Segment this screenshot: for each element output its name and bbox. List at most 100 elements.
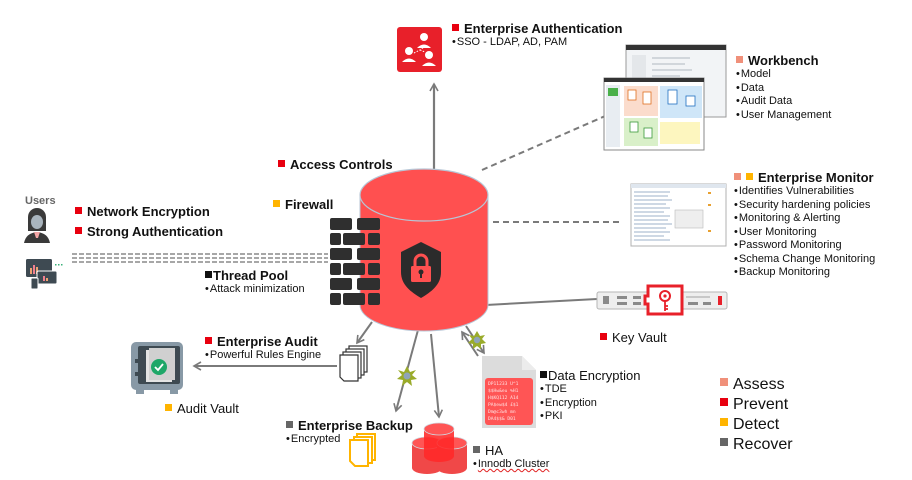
legend-item-assess: Assess	[720, 375, 793, 395]
ha-item-text: Innodb Cluster	[477, 458, 550, 470]
connector-db-to-audit-log	[356, 321, 373, 345]
enterprise-authentication-title: Enterprise Authentication	[464, 21, 623, 36]
legend-label: Recover	[733, 436, 793, 453]
thread-pool-block: Thread Pool Attack minimization	[205, 268, 305, 297]
user-avatar-icon	[24, 208, 50, 243]
key-vault-title: Key Vault	[612, 330, 667, 345]
firewall-wall-icon	[330, 218, 380, 305]
encryption-spark-icon	[397, 366, 417, 386]
encrypted-data-document-icon	[482, 356, 536, 428]
enterprise-authentication-icon	[397, 27, 442, 72]
prevent-marker	[278, 160, 285, 167]
ha-block: HA Innodb Cluster	[473, 443, 549, 472]
data-encryption-title: Data Encryption	[548, 368, 641, 383]
network-encryption-label: Network Encryption	[75, 204, 210, 219]
encrypted-line: $$Hw&eu %H1	[488, 389, 519, 394]
data-encryption-block: Data Encryption TDE Encryption PKI	[540, 368, 641, 424]
firewall-label: Firewall	[273, 197, 333, 212]
access-controls-title: Access Controls	[290, 157, 393, 172]
other-marker	[205, 271, 212, 278]
enterprise-backup-title: Enterprise Backup	[298, 418, 413, 433]
audit-vault-title: Audit Vault	[177, 401, 239, 416]
enterprise-monitor-item: Security hardening policies	[734, 199, 875, 213]
other-marker	[540, 371, 547, 378]
key-vault-label: Key Vault	[600, 330, 667, 345]
recover-swatch	[720, 438, 728, 446]
enterprise-monitor-screenshot	[630, 183, 727, 247]
enterprise-monitor-item: Schema Change Monitoring	[734, 253, 875, 267]
legend-item-detect: Detect	[720, 415, 793, 435]
legend-label: Assess	[733, 376, 785, 393]
assess-marker	[736, 56, 743, 63]
enterprise-authentication-block: Enterprise Authentication SSO - LDAP, AD…	[452, 21, 622, 50]
enterprise-audit-item: Powerful Rules Engine	[205, 349, 321, 363]
access-controls-label: Access Controls	[278, 157, 393, 172]
legend-item-prevent: Prevent	[720, 395, 793, 415]
enterprise-monitor-item: Monitoring & Alerting	[734, 212, 875, 226]
enterprise-authentication-item: SSO - LDAP, AD, PAM	[452, 36, 622, 50]
ha-title: HA	[485, 443, 504, 458]
data-encryption-item: PKI	[540, 410, 641, 424]
ha-cluster-icon	[411, 422, 468, 474]
workbench-screenshot	[603, 44, 727, 151]
network-encryption-title: Network Encryption	[87, 204, 210, 219]
encrypted-line: DP11233 U^1	[488, 382, 519, 387]
assess-marker	[734, 173, 741, 180]
firewall-title: Firewall	[285, 197, 334, 212]
prevent-marker	[205, 337, 212, 344]
enterprise-monitor-block: Enterprise Monitor Identifies Vulnerabil…	[734, 170, 875, 280]
workbench-item: Data	[736, 82, 831, 96]
enterprise-backup-block: Enterprise Backup Encrypted	[286, 418, 413, 447]
prevent-marker	[452, 24, 459, 31]
legend-label: Detect	[733, 416, 780, 433]
detect-marker	[165, 404, 172, 411]
ha-item: Innodb Cluster	[473, 458, 550, 472]
workbench-block: Workbench Model Data Audit Data User Man…	[736, 53, 831, 122]
legend: Assess Prevent Detect Recover	[720, 375, 793, 455]
legend-item-recover: Recover	[720, 435, 793, 455]
audit-vault-safe-icon	[131, 342, 183, 394]
workbench-title: Workbench	[748, 53, 819, 68]
connector-db-to-ha	[430, 333, 444, 419]
data-encryption-item: TDE	[540, 383, 641, 397]
detect-marker	[273, 200, 280, 207]
workbench-item: User Management	[736, 109, 832, 123]
enterprise-audit-block: Enterprise Audit Powerful Rules Engine	[205, 334, 321, 363]
audit-log-documents-icon	[339, 345, 368, 382]
detect-swatch	[720, 418, 728, 426]
recover-marker	[286, 421, 293, 428]
prevent-swatch	[720, 398, 728, 406]
enterprise-monitor-title: Enterprise Monitor	[758, 170, 874, 185]
enterprise-monitor-item: User Monitoring	[734, 226, 875, 240]
strong-authentication-label: Strong Authentication	[75, 224, 223, 239]
encrypted-line: Dm@c3wh mn	[488, 410, 516, 415]
connector-db-to-workbench	[481, 112, 613, 171]
detect-marker	[746, 173, 753, 180]
legend-label: Prevent	[733, 396, 789, 413]
prevent-marker	[75, 207, 82, 214]
network-connection-lines	[72, 253, 328, 263]
encrypted-line: H$KQ112 A14	[488, 396, 519, 401]
connector-data-encryption-to-db	[461, 330, 479, 357]
key-vault-server-icon	[596, 284, 728, 316]
enterprise-monitor-item: Password Monitoring	[734, 239, 875, 253]
enterprise-monitor-item: Backup Monitoring	[734, 266, 875, 280]
connector-db-to-keyvault	[485, 298, 598, 306]
prevent-marker	[75, 227, 82, 234]
thread-pool-title: Thread Pool	[213, 268, 289, 283]
strong-authentication-title: Strong Authentication	[87, 224, 224, 239]
thread-pool-item: Attack minimization	[205, 283, 305, 297]
enterprise-monitor-item: Identifies Vulnerabilities	[734, 185, 875, 199]
workbench-item: Audit Data	[736, 95, 831, 109]
enterprise-audit-title: Enterprise Audit	[217, 334, 318, 349]
enterprise-backup-item: Encrypted	[286, 433, 413, 447]
assess-swatch	[720, 378, 728, 386]
recover-marker	[473, 446, 480, 453]
encryption-spark-icon	[468, 331, 486, 349]
prevent-marker	[600, 333, 607, 340]
audit-vault-label: Audit Vault	[165, 401, 239, 416]
shield-lock-icon	[401, 242, 441, 298]
users-label: Users	[25, 195, 56, 207]
encrypted-line: PA$ew$4 £$1	[488, 403, 519, 408]
